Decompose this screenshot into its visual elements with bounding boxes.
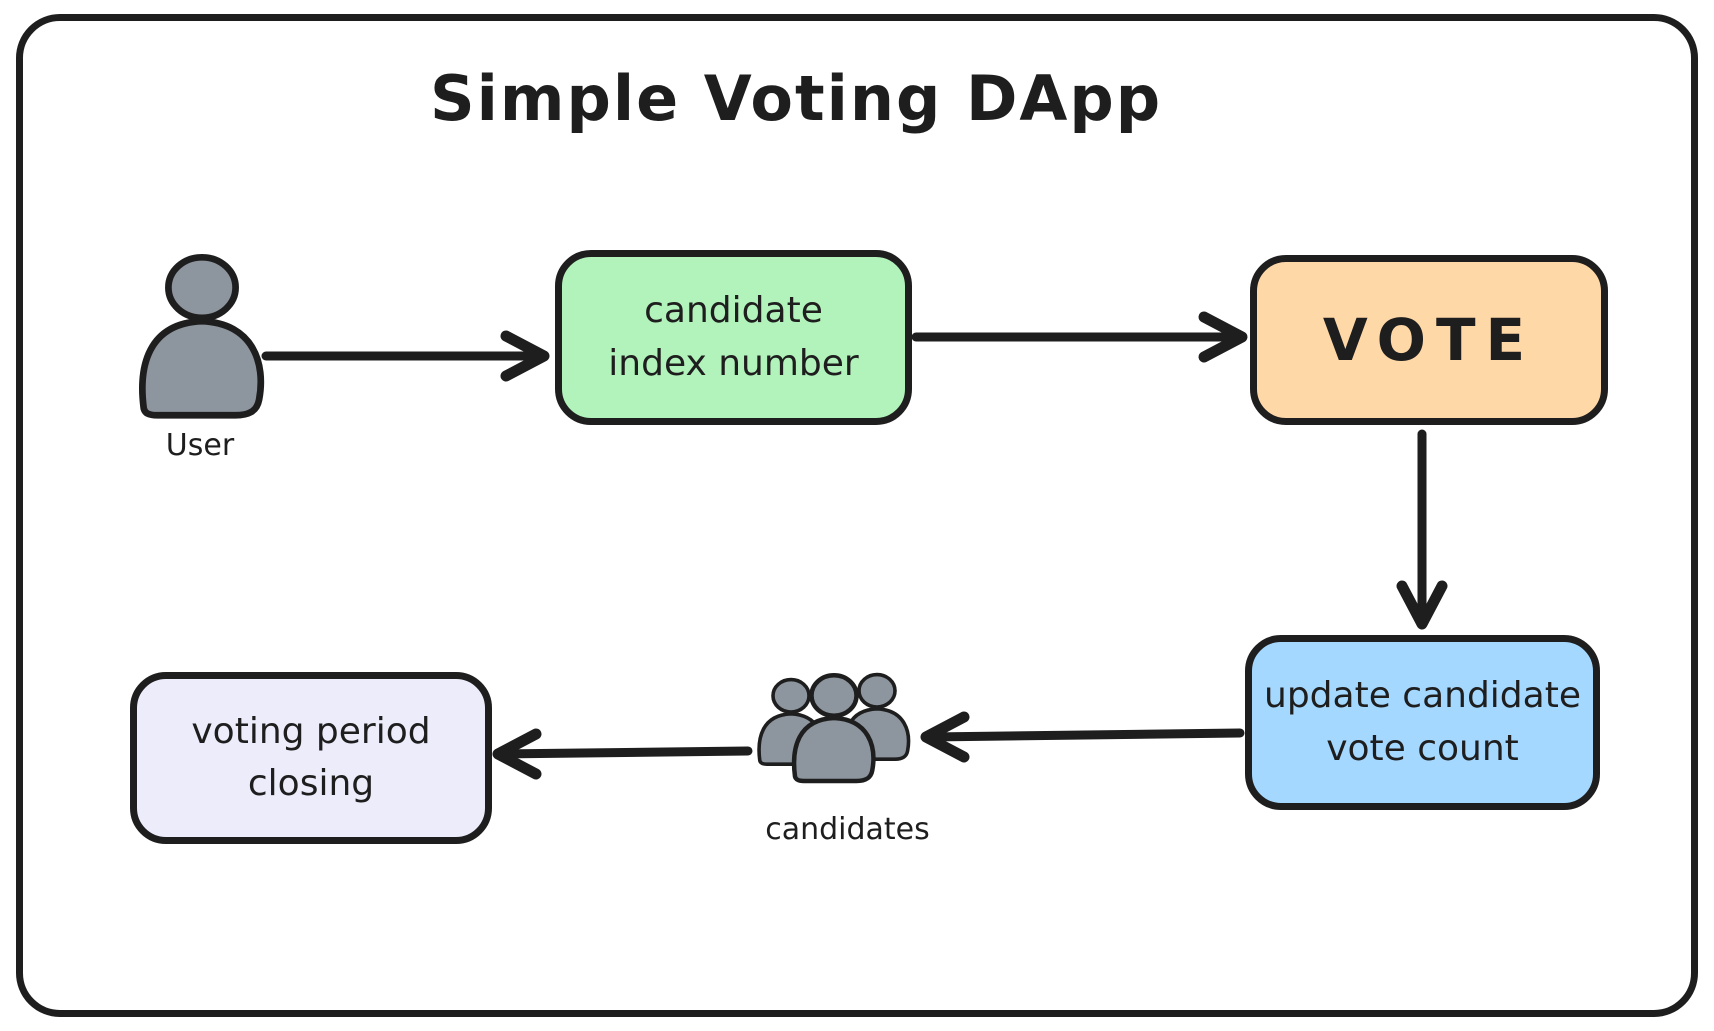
node-voting-period-closing: voting period closing xyxy=(130,672,492,844)
node-vote-label: VOTE xyxy=(1322,306,1536,374)
arrow-user-to-index xyxy=(261,330,550,382)
node-voting-period-closing-label: voting period closing xyxy=(191,710,431,804)
candidates-label: candidates xyxy=(765,812,930,847)
node-vote: VOTE xyxy=(1250,255,1608,425)
node-update-vote-count-label: update candidate vote count xyxy=(1264,675,1581,769)
diagram-title: Simple Voting DApp xyxy=(430,62,1163,135)
node-update-vote-count: update candidate vote count xyxy=(1245,635,1600,810)
arrow-vote-to-update xyxy=(1396,429,1448,630)
arrow-candidates-to-closing xyxy=(492,728,753,780)
arrow-update-to-candidates xyxy=(920,711,1245,763)
node-candidate-index-label: candidate index number xyxy=(608,290,859,384)
user-label: User xyxy=(165,428,235,463)
user-icon xyxy=(142,257,260,415)
node-candidate-index: candidate index number xyxy=(555,250,912,425)
outer-frame xyxy=(16,14,1698,1017)
arrow-index-to-vote xyxy=(911,311,1248,363)
candidates-icon xyxy=(757,672,911,781)
